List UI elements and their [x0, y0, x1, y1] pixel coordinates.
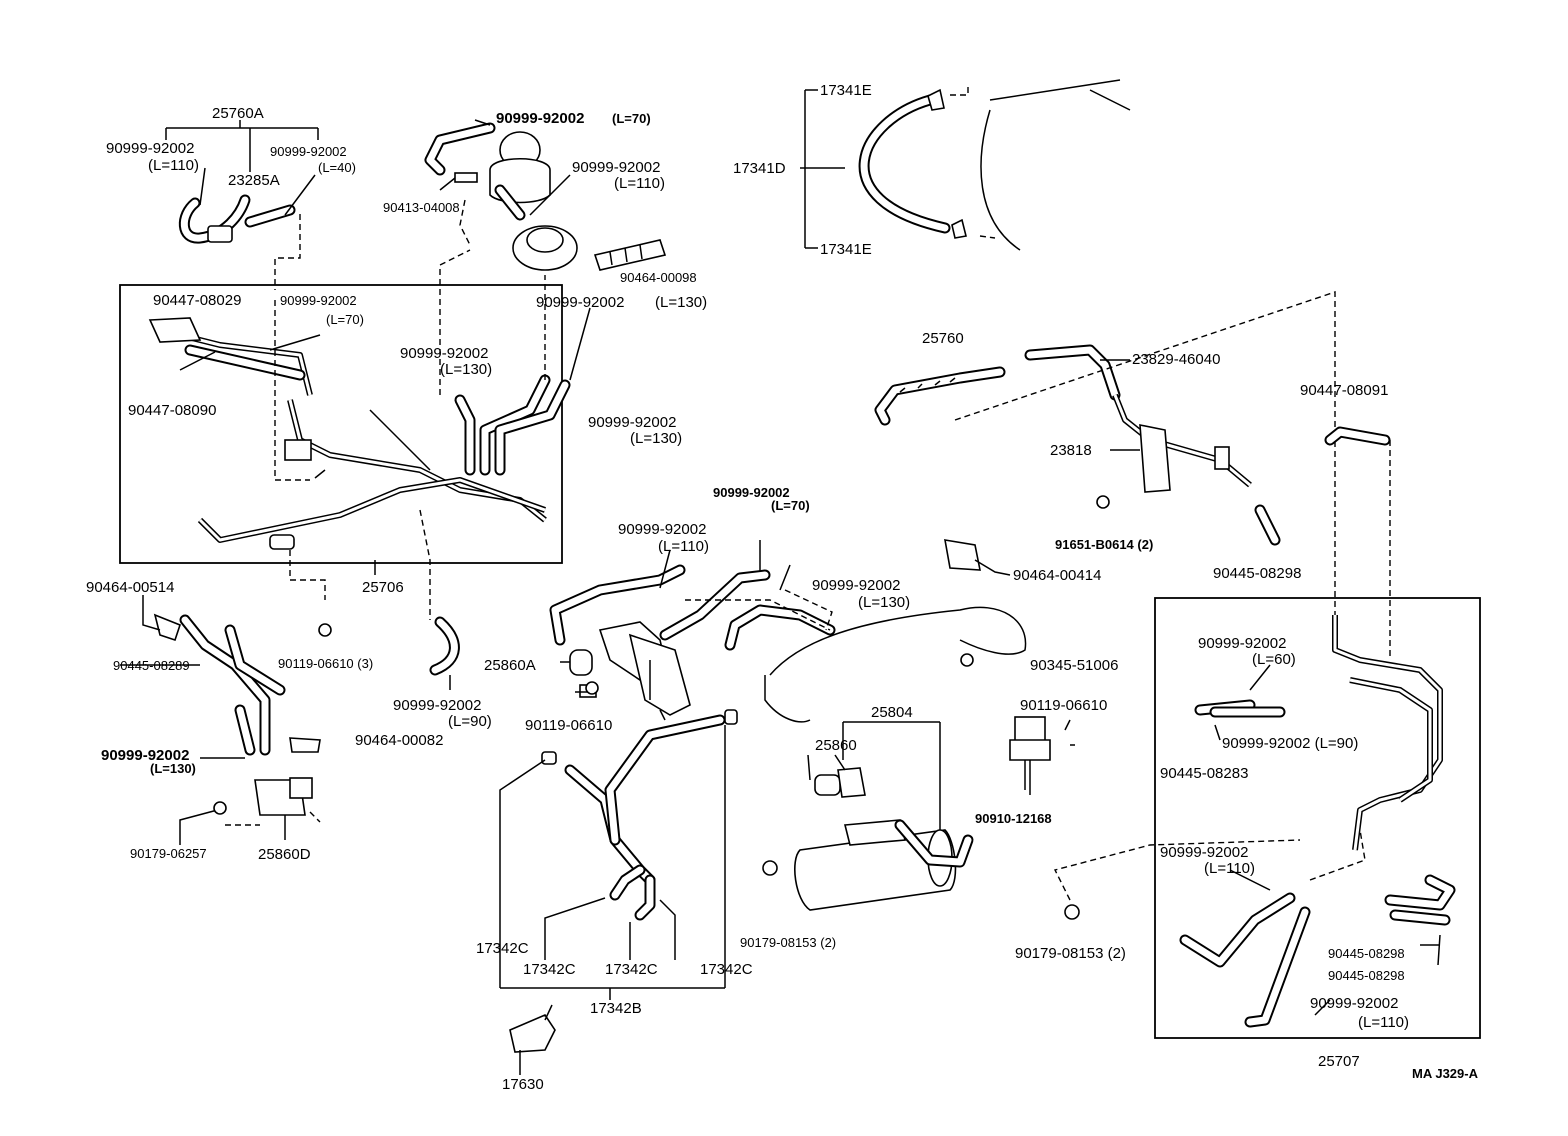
label-90999-92002-l130-d: 90999-92002: [812, 577, 900, 594]
label-90119-06610-a: 90119-06610: [525, 717, 612, 734]
label-90999-92002-l130-c-len: (L=130): [630, 430, 682, 447]
label-90999-92002-l110-d: 90999-92002: [1160, 844, 1248, 861]
label-90999-92002-l110-top: 90999-92002: [572, 159, 660, 176]
label-25860d: 25860D: [258, 846, 311, 863]
label-90345-51006: 90345-51006: [1030, 657, 1118, 674]
label-90999-92002-l130-d-len: (L=130): [858, 594, 910, 611]
label-90999-92002-l70-c-len: (L=70): [771, 498, 810, 513]
label-90999-92002-l130-b-len: (L=130): [440, 361, 492, 378]
label-90999-92002-l130-e: 90999-92002: [101, 747, 189, 764]
label-25760: 25760: [922, 330, 964, 347]
label-90179-08153-a: 90179-08153 (2): [740, 935, 836, 950]
label-90999-92002-l90-a: 90999-92002: [393, 697, 481, 714]
label-90179-08153-b: 90179-08153 (2): [1015, 945, 1126, 962]
label-90999-92002-l110-c-len: (L=110): [658, 538, 709, 555]
label-17630: 17630: [502, 1076, 544, 1093]
label-90464-00098: 90464-00098: [620, 270, 697, 285]
label-90999-92002-l70-top: 90999-92002: [496, 110, 584, 127]
label-90999-92002-l60-len: (L=60): [1252, 651, 1296, 668]
label-17341e-b: 17341E: [820, 241, 872, 258]
label-90999-92002-l110-d-len: (L=110): [1204, 860, 1255, 877]
label-90999-92002-l40: 90999-92002: [270, 144, 347, 159]
label-23285a: 23285A: [228, 172, 280, 189]
diagram-labels: 25760A 90999-92002 (L=110) 23285A 90999-…: [86, 82, 1479, 1093]
label-90445-08298-a: 90445-08298: [1213, 565, 1301, 582]
label-23818: 23818: [1050, 442, 1092, 459]
diagram-code: MA J329-A: [1412, 1066, 1479, 1081]
label-90999-92002-l40-len: (L=40): [318, 160, 356, 175]
label-90447-08090: 90447-08090: [128, 402, 216, 419]
label-17342c-c: 17342C: [605, 961, 658, 978]
label-90999-92002-l130-e-len: (L=130): [150, 761, 196, 776]
label-90999-92002-l110-a-len: (L=110): [148, 157, 199, 174]
label-90999-92002-l130-a: 90999-92002: [536, 294, 624, 311]
label-90447-08029: 90447-08029: [153, 292, 241, 309]
label-90999-92002-l60: 90999-92002: [1198, 635, 1286, 652]
label-90464-00082: 90464-00082: [355, 732, 443, 749]
label-25860: 25860: [815, 737, 857, 754]
label-25706: 25706: [362, 579, 404, 596]
label-90999-92002-l90-b: 90999-92002 (L=90): [1222, 735, 1358, 752]
label-23829-46040: 23829-46040: [1132, 351, 1220, 368]
label-90999-92002-l70-c: 90999-92002: [713, 485, 790, 500]
label-25760a: 25760A: [212, 105, 264, 122]
diagram-linework: [119, 79, 1481, 1075]
label-91651-b0614: 91651-B0614 (2): [1055, 537, 1153, 552]
label-90999-92002-l130-b: 90999-92002: [400, 345, 488, 362]
label-90999-92002-l70-b: 90999-92002: [280, 293, 357, 308]
label-90464-00414: 90464-00414: [1013, 567, 1101, 584]
label-90999-92002-l110-top-len: (L=110): [614, 175, 665, 192]
label-17341d: 17341D: [733, 160, 786, 177]
label-90999-92002-l130-a-len: (L=130): [655, 294, 707, 311]
label-90447-08091: 90447-08091: [1300, 382, 1388, 399]
label-25707: 25707: [1318, 1053, 1360, 1070]
label-90999-92002-l110-c: 90999-92002: [618, 521, 706, 538]
label-25860a: 25860A: [484, 657, 536, 674]
label-90999-92002-l90-a-len: (L=90): [448, 713, 492, 730]
label-90910-12168: 90910-12168: [975, 811, 1052, 826]
label-17342b: 17342B: [590, 1000, 642, 1017]
label-90999-92002-l70-b-len: (L=70): [326, 312, 364, 327]
label-90445-08298-c: 90445-08298: [1328, 968, 1405, 983]
label-90445-08283: 90445-08283: [1160, 765, 1248, 782]
label-90119-06610-b: 90119-06610: [1020, 697, 1107, 714]
label-90445-08289: 90445-08289: [113, 658, 190, 673]
label-17342c-a: 17342C: [476, 940, 529, 957]
label-17342c-b: 17342C: [523, 961, 576, 978]
label-90999-92002-l130-c: 90999-92002: [588, 414, 676, 431]
label-90119-06610-3: 90119-06610 (3): [278, 656, 373, 671]
label-17342c-d: 17342C: [700, 961, 753, 978]
label-90445-08298-b: 90445-08298: [1328, 946, 1405, 961]
label-90464-00514: 90464-00514: [86, 579, 174, 596]
label-17341e-a: 17341E: [820, 82, 872, 99]
label-25804: 25804: [871, 704, 913, 721]
label-90413-04008: 90413-04008: [383, 200, 460, 215]
label-90999-92002-l110-e: 90999-92002: [1310, 995, 1398, 1012]
label-90999-92002-l110-a: 90999-92002: [106, 140, 194, 157]
label-90999-92002-l70-top-len: (L=70): [612, 111, 651, 126]
label-90999-92002-l110-e-len: (L=110): [1358, 1014, 1409, 1031]
label-90179-06257: 90179-06257: [130, 846, 207, 861]
